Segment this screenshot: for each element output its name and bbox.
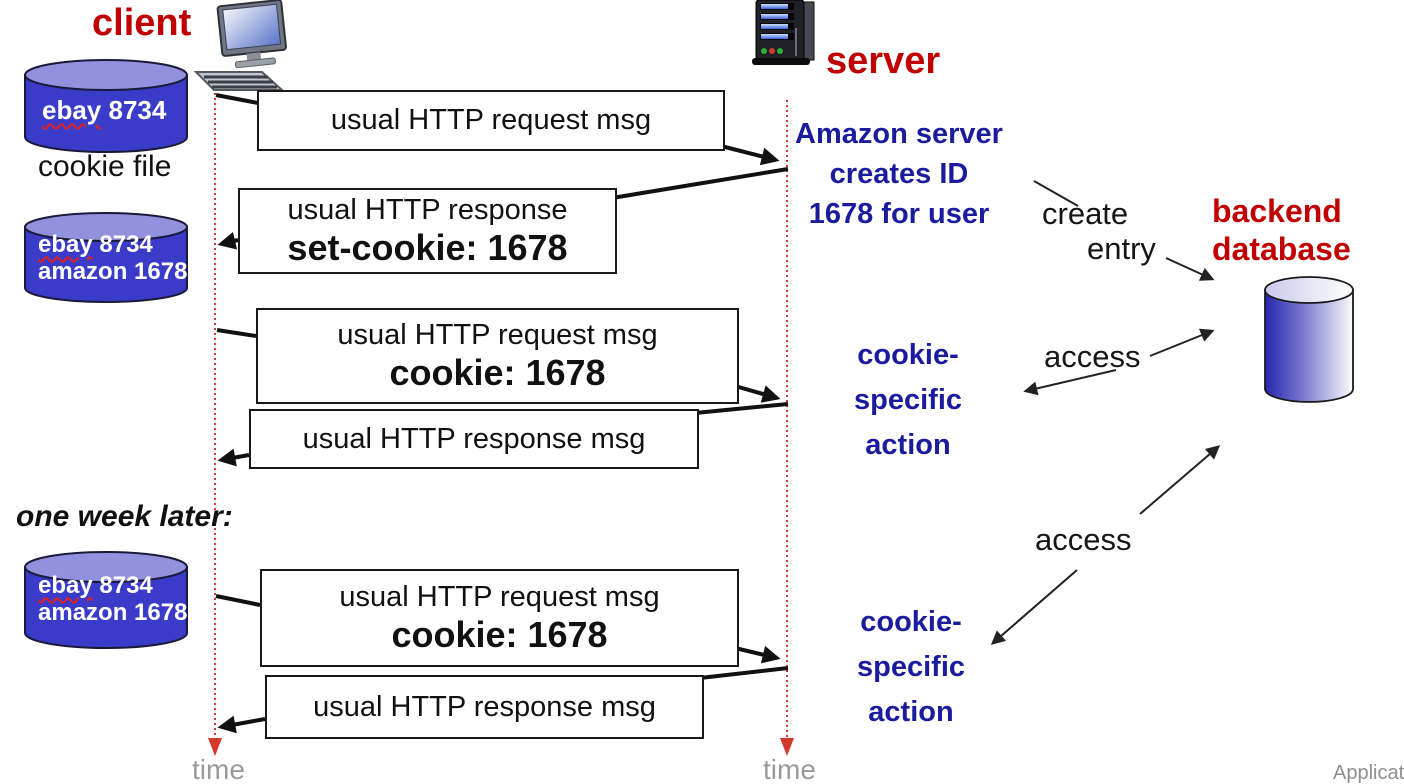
note-line: specific (857, 651, 965, 683)
client-timeline (208, 93, 222, 756)
cookie-jar-2-text: ebay 8734 amazon 1678 (38, 231, 187, 285)
client-computer-icon (193, 0, 287, 91)
jar3-ebay: ebay (38, 572, 93, 599)
message-text: usual HTTP request msg (337, 318, 658, 351)
message-box-response-1: usual HTTP response set-cookie: 1678 (238, 188, 617, 274)
time-label-server: time (763, 754, 816, 784)
note-line: 1678 for user (808, 198, 990, 230)
jar2-ebay: ebay (38, 231, 93, 258)
note-line: database (1212, 231, 1351, 267)
footer-partial-label: Applicati (1333, 762, 1404, 784)
message-box-request-1: usual HTTP request msg (257, 90, 725, 151)
create-label: create (1042, 196, 1129, 231)
entry-label: entry (1087, 231, 1156, 266)
one-week-later-label: one week later: (16, 500, 233, 533)
note-amazon-creates-id: Amazon server creates ID 1678 for user (793, 114, 1005, 234)
jar2-id: 8734 (92, 231, 153, 258)
cookie-jar-1-text: ebay 8734 (42, 95, 166, 126)
server-tower-icon (752, 0, 815, 65)
jar3-id: 8734 (92, 572, 153, 599)
set-cookie-text: set-cookie: 1678 (287, 226, 568, 268)
jar2-amazon: amazon 1678 (38, 258, 188, 285)
message-text: usual HTTP request msg (330, 104, 652, 136)
cookie-text: cookie: 1678 (391, 613, 608, 655)
note-line: cookie- (860, 606, 962, 638)
message-text: usual HTTP response msg (302, 422, 646, 455)
access-label-1: access (1044, 339, 1141, 374)
message-text: usual HTTP response msg (313, 690, 656, 723)
message-text: usual HTTP request msg (339, 580, 660, 613)
jar1-ebay: ebay (42, 95, 102, 125)
note-line: cookie- (857, 339, 959, 371)
message-box-request-2: usual HTTP request msg cookie: 1678 (256, 308, 739, 404)
cookie-file-label: cookie file (38, 150, 172, 183)
server-label: server (826, 40, 941, 82)
jar1-id: 8734 (101, 95, 167, 125)
backend-database-label: backend database (1212, 192, 1351, 268)
note-line: action (868, 696, 954, 728)
client-label: client (92, 2, 192, 44)
message-box-response-2: usual HTTP response msg (249, 409, 699, 469)
server-timeline (780, 100, 794, 756)
note-cookie-specific-action-2: cookie- specific action (846, 600, 976, 735)
cookie-jar-3-text: ebay 8734 amazon 1678 (38, 572, 187, 626)
time-label-client: time (192, 754, 245, 784)
note-line: action (865, 429, 951, 461)
note-cookie-specific-action-1: cookie- specific action (843, 333, 973, 468)
jar3-amazon: amazon 1678 (38, 599, 188, 626)
message-box-request-3: usual HTTP request msg cookie: 1678 (260, 569, 739, 667)
backend-database-cylinder (1264, 276, 1354, 403)
access-label-2: access (1035, 522, 1132, 557)
message-box-response-3: usual HTTP response msg (265, 675, 704, 739)
note-line: backend (1212, 193, 1342, 229)
note-line: creates ID (829, 158, 969, 190)
cookie-text: cookie: 1678 (389, 351, 606, 393)
message-text: usual HTTP response (287, 193, 568, 226)
note-line: Amazon server (795, 118, 1003, 150)
note-line: specific (854, 384, 962, 416)
